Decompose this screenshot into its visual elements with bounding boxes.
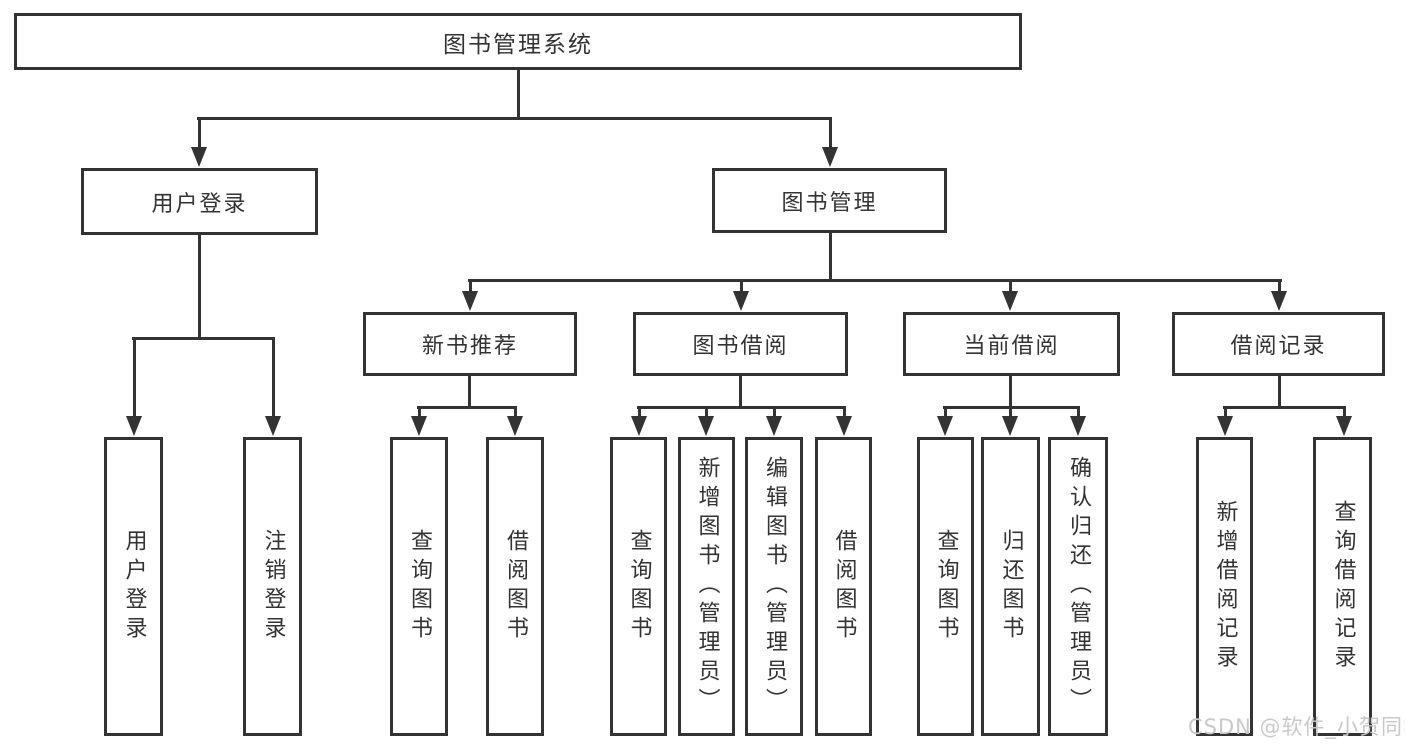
leaf-user-login: 用户登录 bbox=[104, 437, 163, 736]
leaf-label: 确认归还（管理员） bbox=[1066, 456, 1091, 717]
connector-line bbox=[198, 117, 201, 150]
node-borrowing-records: 借阅记录 bbox=[1172, 312, 1385, 376]
leaf-borrow-books-borrowing: 借阅图书 bbox=[815, 437, 872, 736]
leaf-query-books-current: 查询图书 bbox=[917, 437, 974, 736]
node-new-book-recommendation: 新书推荐 bbox=[363, 312, 577, 376]
leaf-query-borrow-record: 查询借阅记录 bbox=[1313, 437, 1372, 736]
arrow-down-icon bbox=[265, 416, 281, 436]
leaf-query-books-recommend: 查询图书 bbox=[390, 437, 448, 736]
connector-line bbox=[1077, 406, 1080, 418]
node-label: 图书管理系统 bbox=[443, 31, 593, 58]
node-current-borrowing: 当前借阅 bbox=[903, 312, 1120, 376]
arrow-down-icon bbox=[1336, 416, 1352, 436]
arrow-down-icon bbox=[822, 147, 838, 167]
connector-line bbox=[418, 406, 421, 418]
node-user-login: 用户登录 bbox=[81, 168, 318, 235]
connector-line bbox=[132, 337, 275, 340]
leaf-return-books: 归还图书 bbox=[981, 437, 1040, 736]
leaf-label: 查询借阅记录 bbox=[1330, 499, 1356, 674]
connector-line bbox=[829, 232, 832, 280]
leaf-label: 借阅图书 bbox=[831, 528, 857, 645]
connector-line bbox=[1009, 279, 1012, 293]
leaf-add-books-admin: 新增图书（管理员） bbox=[678, 437, 735, 736]
node-label: 借阅记录 bbox=[1230, 334, 1327, 359]
leaf-confirm-return-admin: 确认归还（管理员） bbox=[1048, 437, 1108, 736]
connector-line bbox=[1009, 375, 1012, 407]
node-library-system: 图书管理系统 bbox=[14, 13, 1022, 70]
arrow-down-icon bbox=[1271, 291, 1287, 311]
node-label: 用户登录 bbox=[151, 191, 248, 217]
connector-line bbox=[829, 117, 832, 150]
arrow-down-icon bbox=[126, 416, 142, 436]
leaf-add-borrow-record: 新增借阅记录 bbox=[1196, 437, 1253, 736]
connector-line bbox=[198, 234, 201, 338]
connector-line bbox=[1278, 279, 1281, 293]
connector-line bbox=[469, 279, 472, 293]
leaf-query-books-borrowing: 查询图书 bbox=[610, 437, 667, 736]
connector-line bbox=[638, 406, 641, 418]
node-label: 当前借阅 bbox=[963, 334, 1060, 359]
arrow-down-icon bbox=[1002, 416, 1018, 436]
leaf-edit-books-admin: 编辑图书（管理员） bbox=[745, 437, 803, 736]
node-book-management: 图书管理 bbox=[712, 168, 947, 233]
arrow-down-icon bbox=[836, 416, 852, 436]
connector-line bbox=[773, 406, 776, 418]
connector-line bbox=[944, 406, 947, 418]
node-book-borrowing: 图书借阅 bbox=[633, 312, 848, 376]
arrow-down-icon bbox=[937, 416, 953, 436]
arrow-down-icon bbox=[462, 291, 478, 311]
connector-line bbox=[272, 337, 275, 418]
connector-line bbox=[1224, 406, 1227, 418]
watermark: CSDN @软件_小贺同学 bbox=[1188, 715, 1405, 739]
leaf-label: 注销登录 bbox=[260, 528, 286, 645]
connector-line bbox=[417, 406, 517, 409]
leaf-label: 用户登录 bbox=[121, 528, 147, 645]
arrow-down-icon bbox=[507, 416, 523, 436]
arrow-down-icon bbox=[1002, 291, 1018, 311]
connector-line bbox=[1223, 406, 1346, 409]
connector-line bbox=[637, 406, 846, 409]
arrow-down-icon bbox=[698, 416, 714, 436]
connector-line bbox=[740, 279, 743, 293]
connector-line bbox=[843, 406, 846, 418]
leaf-label: 查询图书 bbox=[933, 528, 959, 645]
leaf-label: 借阅图书 bbox=[503, 528, 528, 645]
connector-line bbox=[514, 406, 517, 418]
connector-line bbox=[468, 375, 471, 407]
arrow-down-icon bbox=[191, 147, 207, 167]
leaf-label: 新增借阅记录 bbox=[1212, 499, 1238, 674]
leaf-label: 新增图书（管理员） bbox=[694, 456, 720, 717]
arrow-down-icon bbox=[631, 416, 647, 436]
arrow-down-icon bbox=[733, 291, 749, 311]
arrow-down-icon bbox=[766, 416, 782, 436]
connector-line bbox=[517, 70, 520, 118]
connector-line bbox=[705, 406, 708, 418]
connector-line bbox=[739, 375, 742, 407]
connector-line bbox=[197, 117, 832, 120]
arrow-down-icon bbox=[1070, 416, 1086, 436]
connector-line bbox=[468, 279, 1282, 282]
node-label: 新书推荐 bbox=[421, 334, 518, 359]
leaf-label: 查询图书 bbox=[407, 528, 432, 645]
node-label: 图书借阅 bbox=[692, 334, 789, 359]
leaf-label: 查询图书 bbox=[626, 528, 652, 645]
leaf-label: 编辑图书（管理员） bbox=[762, 456, 787, 717]
connector-line bbox=[1009, 406, 1012, 418]
leaf-logout: 注销登录 bbox=[243, 437, 302, 736]
connector-line bbox=[133, 337, 136, 418]
leaf-borrow-books-recommend: 借阅图书 bbox=[486, 437, 544, 736]
leaf-label: 归还图书 bbox=[998, 528, 1024, 645]
arrow-down-icon bbox=[411, 416, 427, 436]
arrow-down-icon bbox=[1217, 416, 1233, 436]
connector-line bbox=[1343, 406, 1346, 418]
node-label: 图书管理 bbox=[781, 190, 878, 216]
connector-line bbox=[1278, 376, 1281, 407]
